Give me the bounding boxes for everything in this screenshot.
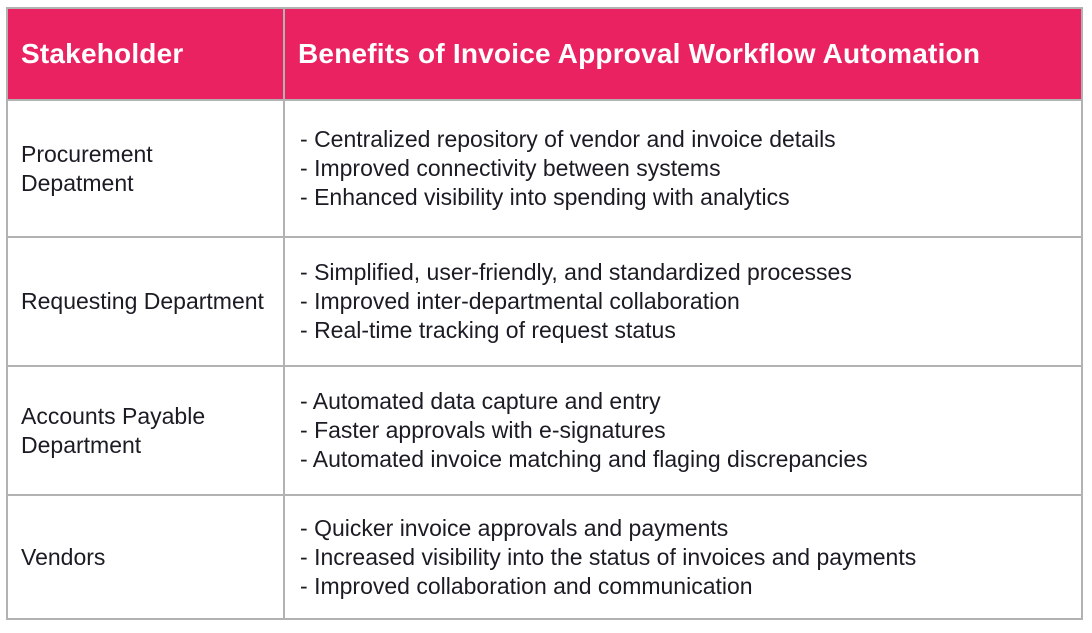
bullet-dash: - bbox=[300, 155, 315, 181]
bullet-dash: - bbox=[300, 317, 315, 343]
stakeholder-cell: Procurement Depatment bbox=[6, 99, 285, 238]
benefit-text: Enhanced visibility into spending with a… bbox=[314, 184, 790, 210]
stakeholder-cell: Requesting Department bbox=[6, 236, 285, 367]
column-header-benefits: Benefits of Invoice Approval Workflow Au… bbox=[283, 7, 1083, 101]
bullet-dash: - bbox=[300, 543, 315, 570]
benefits-cell: - Simplified, user-friendly, and standar… bbox=[283, 236, 1083, 367]
benefit-item: - Enhanced visibility into spending with… bbox=[300, 183, 1069, 212]
benefit-item: - Automated data capture and entry bbox=[300, 387, 1069, 416]
bullet-dash: - bbox=[300, 572, 315, 599]
benefit-item: - Increased visibility into the status o… bbox=[300, 543, 1069, 572]
bullet-dash: - bbox=[300, 388, 313, 414]
bullet-dash: - bbox=[300, 184, 315, 210]
bullet-dash: - bbox=[300, 259, 315, 285]
table-row: Vendors - Quicker invoice approvals and … bbox=[6, 494, 1083, 620]
benefits-table: Stakeholder Benefits of Invoice Approval… bbox=[6, 7, 1083, 620]
benefit-text: Real-time tracking of request status bbox=[314, 317, 676, 343]
bullet-dash: - bbox=[300, 446, 313, 472]
bullet-dash: - bbox=[300, 288, 315, 314]
benefit-item: - Quicker invoice approvals and payments bbox=[300, 514, 1069, 543]
benefit-text: Faster approvals with e-signatures bbox=[314, 417, 666, 443]
benefit-text: Increased visibility into the status of … bbox=[314, 543, 917, 570]
benefit-item: - Faster approvals with e-signatures bbox=[300, 416, 1069, 445]
benefit-item: - Real-time tracking of request status bbox=[300, 316, 1069, 345]
benefit-item: - Improved connectivity between systems bbox=[300, 154, 1069, 183]
benefit-item: - Improved collaboration and communicati… bbox=[300, 572, 1069, 601]
table-row: Accounts Payable Department - Automated … bbox=[6, 365, 1083, 496]
benefit-item: - Improved inter-departmental collaborat… bbox=[300, 287, 1069, 316]
bullet-dash: - bbox=[300, 417, 315, 443]
benefit-text: Simplified, user-friendly, and standardi… bbox=[314, 259, 852, 285]
benefit-text: Improved inter-departmental collaboratio… bbox=[314, 288, 740, 314]
table-row: Procurement Depatment - Centralized repo… bbox=[6, 99, 1083, 238]
benefit-text: Improved collaboration and communication bbox=[314, 572, 753, 599]
benefits-cell: - Automated data capture and entry - Fas… bbox=[283, 365, 1083, 496]
stakeholder-cell: Vendors bbox=[6, 494, 285, 620]
benefits-cell: - Quicker invoice approvals and payments… bbox=[283, 494, 1083, 620]
benefit-text: Automated data capture and entry bbox=[312, 388, 661, 414]
benefit-item: - Simplified, user-friendly, and standar… bbox=[300, 258, 1069, 287]
bullet-dash: - bbox=[300, 514, 315, 541]
benefit-text: Centralized repository of vendor and inv… bbox=[314, 126, 836, 152]
stakeholder-cell: Accounts Payable Department bbox=[6, 365, 285, 496]
benefit-item: - Automated invoice matching and flaging… bbox=[300, 445, 1069, 474]
benefit-text: Quicker invoice approvals and payments bbox=[314, 514, 729, 541]
column-header-stakeholder: Stakeholder bbox=[6, 7, 285, 101]
benefit-item: - Centralized repository of vendor and i… bbox=[300, 125, 1069, 154]
benefit-text: Improved connectivity between systems bbox=[314, 155, 721, 181]
benefits-cell: - Centralized repository of vendor and i… bbox=[283, 99, 1083, 238]
table-row: Requesting Department - Simplified, user… bbox=[6, 236, 1083, 367]
benefit-text: Automated invoice matching and flaging d… bbox=[312, 446, 868, 472]
bullet-dash: - bbox=[300, 126, 315, 152]
header-row: Stakeholder Benefits of Invoice Approval… bbox=[6, 7, 1083, 101]
